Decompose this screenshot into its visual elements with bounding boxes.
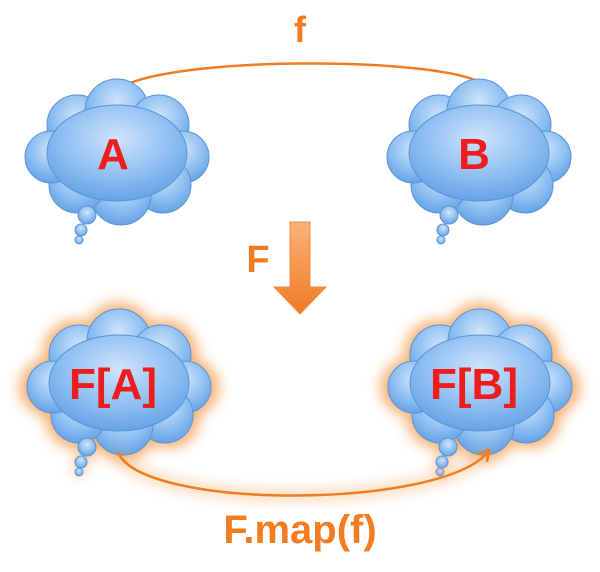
arrow-fmap-line: [116, 451, 489, 497]
node-fa-label: F[A]: [69, 360, 157, 409]
functor-arrow: [272, 221, 328, 315]
arrow-f-label: f: [294, 9, 307, 50]
node-a-label: A: [97, 130, 129, 179]
arrow-fmap: [114, 449, 492, 500]
arrow-fmap-label: F.map(f): [223, 508, 376, 552]
arrow-fmap-head: [477, 448, 491, 463]
node-fb-label: F[B]: [430, 360, 518, 409]
node-b-label: B: [458, 130, 490, 179]
arrow-f: [114, 62, 487, 93]
functor-label: F: [246, 239, 269, 281]
